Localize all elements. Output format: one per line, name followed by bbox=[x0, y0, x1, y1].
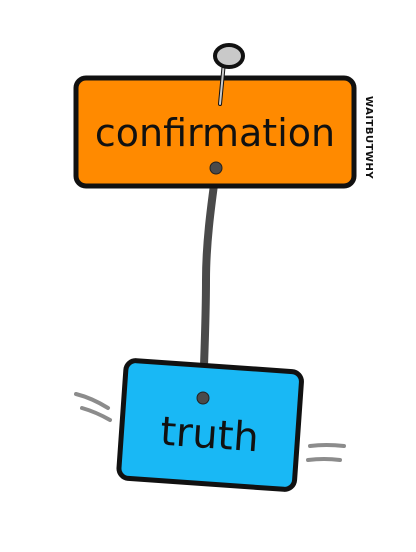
truth-sign-board bbox=[116, 358, 304, 492]
motion-lines-right bbox=[306, 443, 346, 462]
confirmation-sign: confirmation bbox=[73, 75, 357, 189]
truth-label: truth bbox=[159, 409, 260, 462]
confirmation-label: confirmation bbox=[95, 111, 335, 155]
string-knot-bottom bbox=[196, 391, 210, 405]
string-knot-top bbox=[209, 161, 223, 175]
push-pin-icon bbox=[213, 43, 245, 106]
confirmation-sign-board bbox=[73, 75, 357, 189]
watermark: WAITBUTWHY bbox=[363, 96, 374, 179]
motion-lines-left bbox=[74, 392, 112, 422]
truth-sign: truth bbox=[116, 358, 304, 492]
